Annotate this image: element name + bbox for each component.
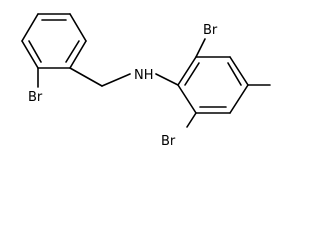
double-bond-inner bbox=[65, 40, 80, 63]
atom-label-br-top-left: Br bbox=[28, 90, 43, 105]
double-bond-inner bbox=[28, 40, 42, 63]
bond bbox=[186, 112, 197, 128]
double-bond-inner bbox=[227, 62, 242, 86]
bond bbox=[177, 84, 197, 114]
bond bbox=[229, 84, 249, 114]
bonds bbox=[21, 13, 271, 128]
bond bbox=[69, 40, 87, 69]
bond bbox=[101, 73, 131, 87]
bond bbox=[69, 67, 103, 87]
bond bbox=[21, 40, 39, 69]
bond bbox=[155, 73, 179, 86]
double-bond-inner bbox=[184, 62, 200, 86]
chemical-structure-diagram: Br NH Br Br bbox=[21, 13, 271, 149]
atom-label-br-top-right: Br bbox=[203, 23, 218, 38]
bond bbox=[69, 13, 87, 42]
bond bbox=[21, 13, 39, 42]
atom-label-br-bottom-right: Br bbox=[161, 134, 176, 149]
bond bbox=[177, 56, 197, 86]
atom-label-nh: NH bbox=[134, 68, 154, 83]
bond bbox=[195, 38, 206, 58]
bond bbox=[229, 56, 249, 86]
